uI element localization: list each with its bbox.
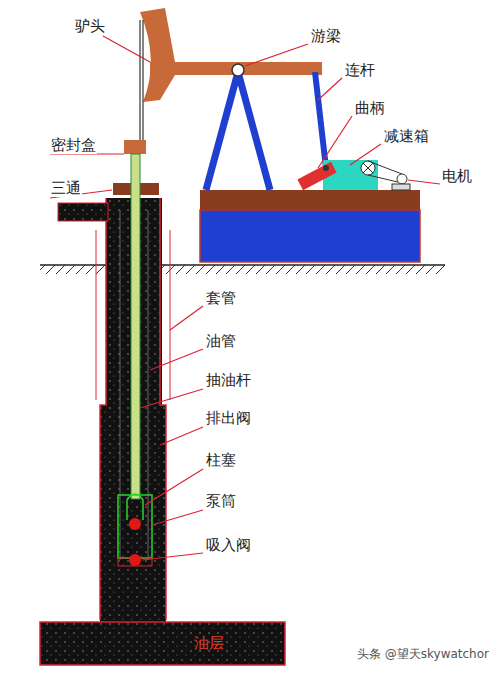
- band-label: 油层: [194, 634, 224, 653]
- part-label: 抽油杆: [205, 372, 252, 389]
- part-label: 曲柄: [354, 100, 386, 117]
- part-label: 油管: [205, 333, 237, 350]
- part-label: 吸入阀: [205, 537, 252, 554]
- part-label: 驴头: [74, 18, 106, 35]
- part-label: 电机: [441, 168, 473, 185]
- part-label: 柱塞: [205, 452, 237, 469]
- part-label: 套管: [205, 290, 237, 307]
- part-label: 减速箱: [383, 128, 430, 145]
- part-label: 连杆: [344, 62, 376, 79]
- part-label: 泵筒: [205, 493, 237, 510]
- part-label: 三通: [50, 180, 82, 197]
- oil-layer-band: 油层: [41, 623, 284, 664]
- part-label: 排出阀: [205, 410, 252, 427]
- part-label: 游梁: [310, 28, 342, 45]
- part-label: 密封盒: [50, 137, 97, 154]
- watermark: 头条 @望天skywatchor: [356, 648, 490, 661]
